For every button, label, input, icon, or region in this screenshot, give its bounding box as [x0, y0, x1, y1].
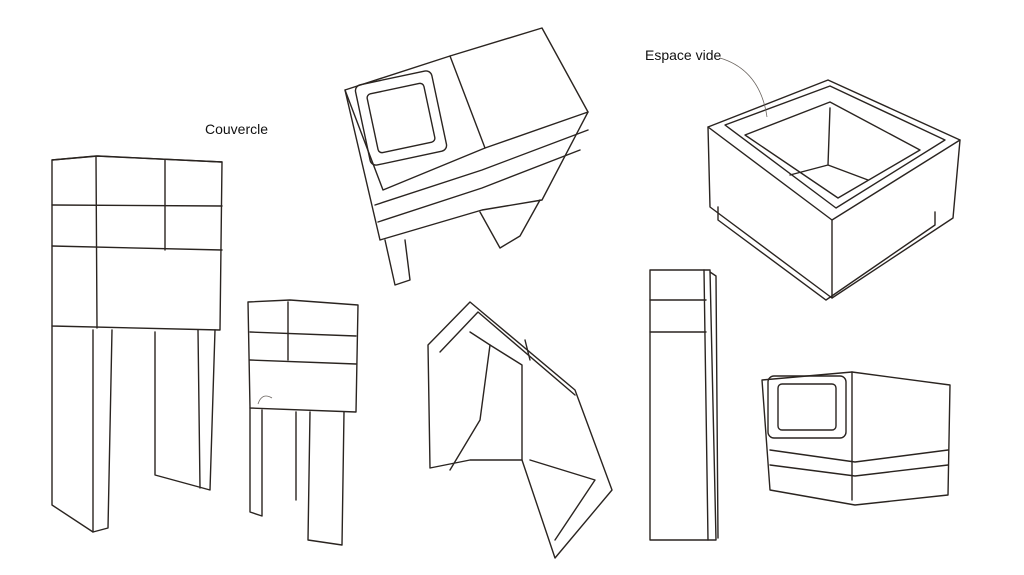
sketch-tilted-cabinet — [427, 301, 613, 559]
label-couvercle: Couvercle — [205, 121, 269, 137]
sketch-cabinet-perspective-top — [344, 27, 589, 286]
sketch-tall-cabinet-front — [51, 155, 223, 533]
label-espace-vide: Espace vide — [645, 47, 722, 63]
sketch-tall-narrow-side — [649, 269, 719, 541]
sketch-double-planter — [761, 371, 951, 506]
sketch-planter-box — [707, 57, 961, 301]
sketch-small-cabinet — [247, 299, 359, 546]
